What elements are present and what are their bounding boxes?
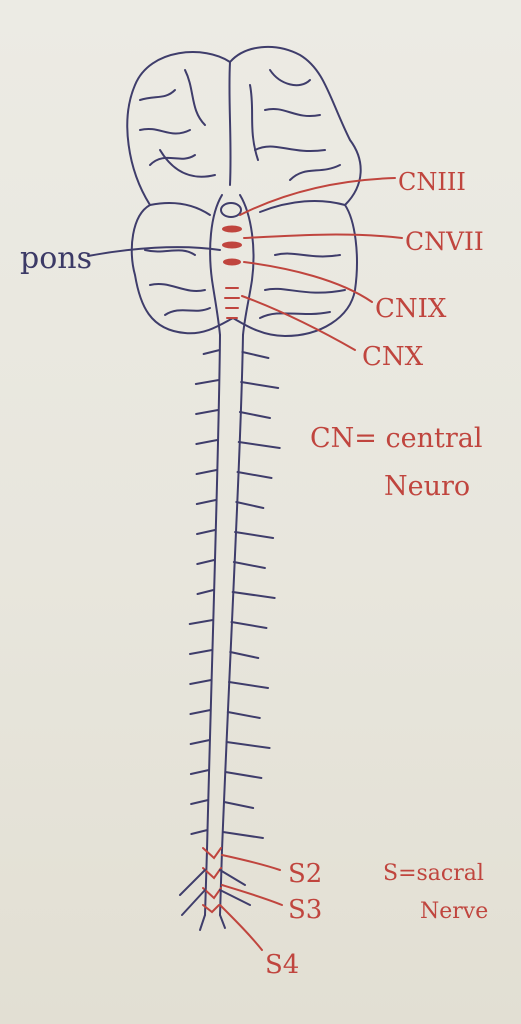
cn9-mark	[223, 258, 241, 266]
brain-outline	[126, 45, 362, 337]
spinal-nerve-left	[189, 769, 210, 775]
cn7-mark	[222, 241, 242, 249]
gyrus-6	[269, 69, 311, 87]
brainstem-left	[209, 194, 223, 336]
spinal-nerve-right	[221, 831, 264, 839]
s4-label: S4	[265, 950, 299, 980]
spinal-cord	[188, 334, 281, 916]
cn3-leader	[239, 177, 396, 216]
spinal-nerve-left	[195, 409, 220, 415]
midbrain-oval	[220, 202, 242, 218]
spinal-nerve-left	[202, 349, 221, 355]
cerebellum-fold-6	[259, 311, 331, 319]
cn-definition-line-1: CN= central	[310, 423, 482, 454]
spinal-nerve-left	[188, 649, 213, 655]
spinal-nerve-left	[195, 439, 219, 445]
gyrus-1	[139, 89, 176, 101]
gyrus-7	[264, 108, 321, 117]
cerebellum-fold-5	[264, 287, 346, 294]
brainstem	[209, 194, 255, 336]
cord-right-edge	[219, 334, 244, 916]
temporal-line-left	[149, 202, 211, 216]
spinal-nerve-left	[189, 739, 211, 745]
spinal-nerve-right	[226, 711, 261, 719]
cn9-leader	[243, 261, 373, 303]
spinal-nerve-left	[189, 709, 212, 715]
labels: pons CNIII CNVII CNIX CNX CN= central Ne…	[20, 168, 488, 980]
cn-definition-line-2: Neuro	[384, 471, 470, 502]
gyrus-2	[139, 127, 191, 135]
s2-label: S2	[288, 859, 322, 889]
gyrus-4	[184, 69, 206, 126]
cerebellum-fold-1	[144, 249, 196, 256]
leader-lines	[87, 177, 403, 951]
spinal-nerve-right	[225, 741, 271, 749]
sacral-nerve-lines	[179, 869, 251, 916]
gyrus-10	[249, 84, 259, 161]
sacral-region	[179, 847, 251, 931]
cerebral-fissure	[228, 61, 232, 186]
s4-leader	[219, 904, 263, 951]
spinal-nerve-right	[232, 561, 266, 569]
cerebellum-fold-3	[164, 307, 211, 316]
spinal-nerve-right	[231, 591, 276, 599]
spinal-nerve-left	[196, 559, 216, 565]
brainstem-right	[239, 194, 255, 336]
spinal-nerve-left	[195, 469, 218, 475]
cerebellum-fold-4	[274, 252, 341, 258]
pons-leader	[87, 246, 221, 257]
spinal-nerve-left	[189, 679, 213, 685]
spinal-nerve-left	[190, 829, 209, 835]
spinal-nerve-right	[224, 771, 263, 779]
s3-leader	[221, 884, 283, 906]
cerebellum-fold-2	[149, 282, 206, 293]
cord-left-edge	[204, 334, 221, 916]
spinal-nerve-right	[237, 441, 281, 449]
cn9-label: CNIX	[375, 294, 447, 324]
spinal-nerve-right	[234, 531, 275, 539]
spinal-nerve-right	[223, 801, 255, 809]
spinal-nerve-left	[194, 379, 220, 385]
spinal-nerve-left	[188, 619, 214, 625]
s2-leader	[221, 854, 281, 871]
gyrus-9	[289, 164, 341, 181]
spinal-nerve-left	[196, 529, 217, 535]
cn7-label: CNVII	[405, 227, 484, 256]
spinal-nerve-right	[240, 381, 280, 389]
spinal-nerve-right	[230, 621, 268, 629]
sacral-definition-line-1: S=sacral	[383, 861, 484, 886]
cn7-leader	[243, 233, 403, 239]
spinal-nerve-right	[235, 501, 265, 509]
cn10-label: CNX	[362, 342, 424, 372]
spinal-nerve-left	[190, 799, 210, 805]
cn3-label: CNIII	[398, 168, 466, 196]
gyrus-8	[254, 145, 326, 152]
sacral-definition-line-2: Nerve	[420, 899, 488, 924]
spinal-nerve-right	[228, 681, 270, 689]
cn10-marks	[224, 287, 240, 319]
cn3-mark	[222, 225, 242, 233]
s3-label: S3	[288, 895, 322, 925]
temporal-line-right	[259, 199, 346, 213]
spinal-nerves	[188, 349, 281, 839]
sacral-chevrons	[202, 847, 222, 914]
pons-label: pons	[20, 241, 92, 276]
spinal-nerve-right	[236, 471, 273, 479]
spinal-nerve-left	[195, 499, 217, 505]
cord-tail	[199, 914, 226, 931]
spinal-nerve-right	[241, 351, 270, 359]
gyrus-5	[159, 149, 216, 178]
cn10-leader	[241, 295, 356, 351]
spinal-nerve-left	[196, 589, 215, 595]
gyrus-3	[149, 154, 196, 166]
spinal-nerve-right	[229, 651, 260, 659]
spinal-nerve-right	[238, 411, 271, 419]
brain-drawing	[126, 45, 362, 337]
